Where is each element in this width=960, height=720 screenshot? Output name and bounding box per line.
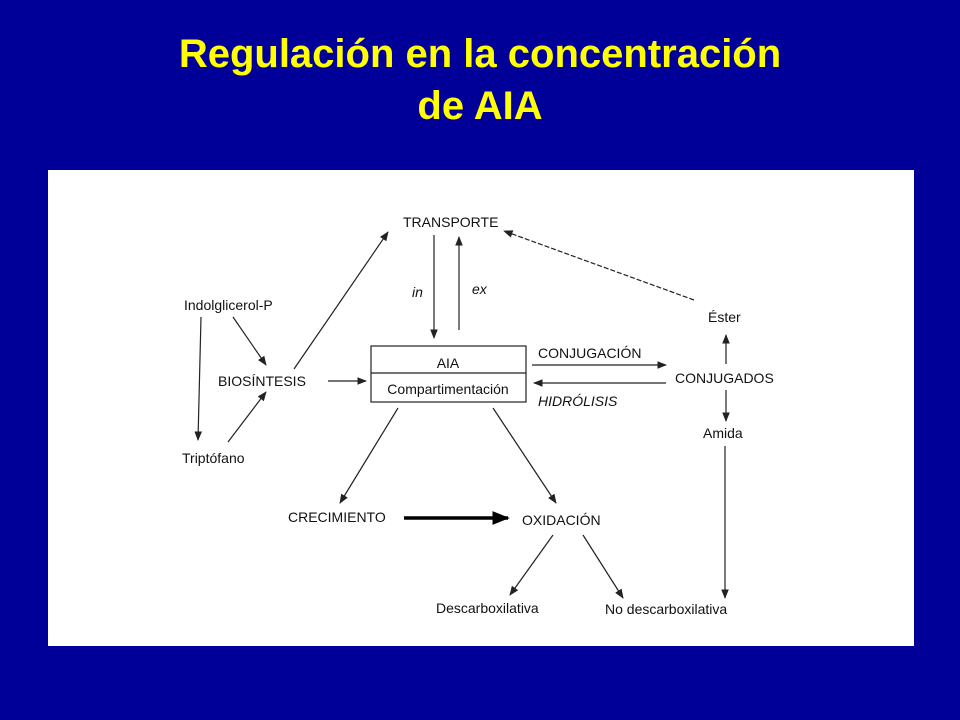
arrow-oxidacion-to-descarboxilativa <box>509 534 554 596</box>
label-ex: ex <box>472 281 488 297</box>
node-descarboxilativa: Descarboxilativa <box>436 600 539 616</box>
label-conjugacion: CONJUGACIÓN <box>538 345 641 361</box>
arrow-aia-to-crecimiento <box>339 407 399 504</box>
arrow-ester-to-transporte <box>503 230 695 301</box>
node-amida: Amida <box>703 425 743 441</box>
node-no-descarboxilativa: No descarboxilativa <box>605 601 727 617</box>
node-compartimentacion: Compartimentación <box>387 381 508 397</box>
slide-title-line-2: de AIA <box>417 84 543 128</box>
node-ester: Éster <box>708 309 741 325</box>
slide-title: Regulación en la concentración de AIA <box>0 28 960 132</box>
aia-regulation-diagram: TRANSPORTE in ex Indolglicerol-P BIOSÍNT… <box>182 214 774 617</box>
slide-title-line-1: Regulación en la concentración <box>178 32 782 76</box>
node-transporte: TRANSPORTE <box>403 214 498 230</box>
node-crecimiento: CRECIMIENTO <box>288 509 386 525</box>
label-hidrolisis: HIDRÓLISIS <box>538 393 618 409</box>
node-triptofano: Triptófano <box>182 450 245 466</box>
arrow-aia-to-oxidacion <box>492 407 557 504</box>
node-indolglicerol-p: Indolglicerol-P <box>184 297 273 313</box>
arrow-indolglicerol-to-triptofano <box>194 316 203 441</box>
diagram-panel: TRANSPORTE in ex Indolglicerol-P BIOSÍNT… <box>48 170 914 646</box>
node-biosintesis: BIOSÍNTESIS <box>218 373 306 389</box>
arrow-indolglicerol-to-biosintesis <box>232 316 267 366</box>
arrow-triptofano-to-biosintesis <box>227 391 267 443</box>
node-oxidacion: OXIDACIÓN <box>522 512 601 528</box>
node-aia: AIA <box>437 355 460 371</box>
arrow-biosintesis-to-transporte <box>293 231 389 370</box>
label-in: in <box>412 284 423 300</box>
aia-box <box>370 345 527 403</box>
node-conjugados: CONJUGADOS <box>675 370 774 386</box>
arrow-oxidacion-to-no-descarboxilativa <box>582 534 624 599</box>
